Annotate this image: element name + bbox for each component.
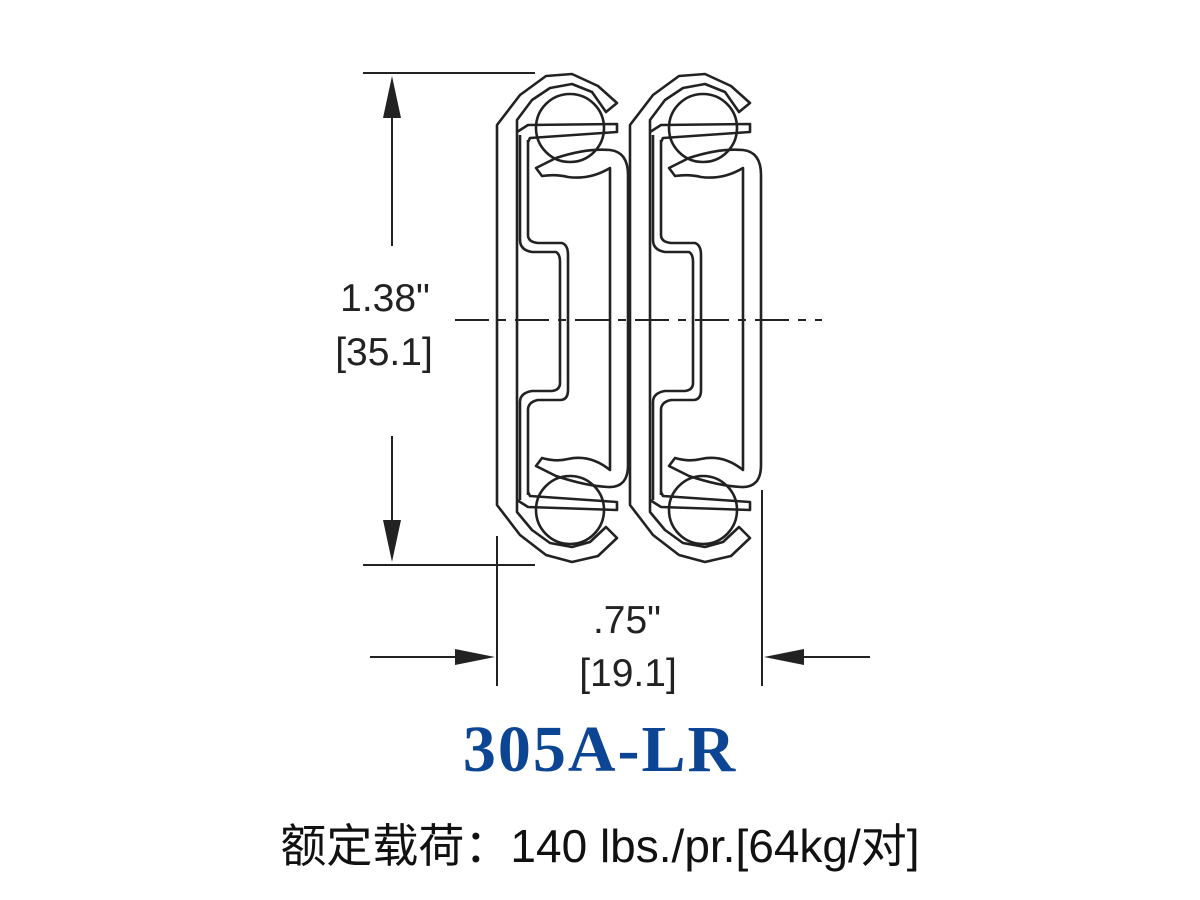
height-mm-label: [35.1] bbox=[335, 331, 433, 374]
height-dimension-lines bbox=[363, 72, 535, 566]
arrow-up-icon bbox=[383, 76, 401, 118]
slide-profile-right bbox=[628, 72, 763, 564]
width-inches-label: .75" bbox=[593, 599, 661, 642]
width-mm-label: [19.1] bbox=[579, 652, 677, 695]
load-rating: 额定载荷：140 lbs./pr.[64kg/对] bbox=[280, 820, 920, 872]
model-title: 305A-LR bbox=[462, 713, 738, 786]
arrow-left-icon bbox=[764, 649, 804, 665]
height-inches-label: 1.38" bbox=[340, 277, 430, 320]
slide-profile-left bbox=[495, 72, 630, 564]
arrow-right-icon bbox=[455, 649, 495, 665]
arrow-down-icon bbox=[383, 520, 401, 562]
